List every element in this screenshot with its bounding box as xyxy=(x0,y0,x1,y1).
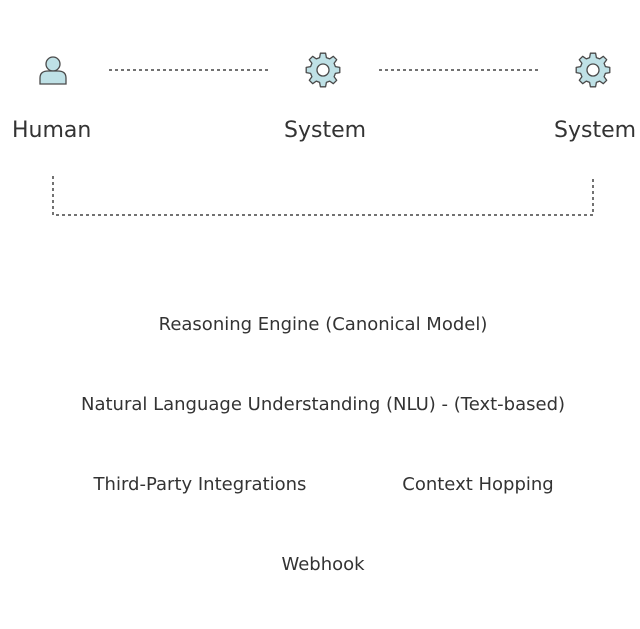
gear-icon xyxy=(575,52,611,88)
return-bracket xyxy=(52,176,594,216)
gear-icon xyxy=(305,52,341,88)
feature-third-party-integrations: Third-Party Integrations xyxy=(93,474,307,495)
feature-nlu: Natural Language Understanding (NLU) - (… xyxy=(80,394,566,415)
feature-context-hopping: Context Hopping xyxy=(402,474,554,495)
feature-webhook: Webhook xyxy=(281,554,365,575)
node-label-system: System xyxy=(554,118,637,143)
user-icon xyxy=(39,56,67,85)
feature-reasoning-engine: Reasoning Engine (Canonical Model) xyxy=(158,314,488,335)
node-label-system: System xyxy=(284,118,367,143)
node-label-human: Human xyxy=(12,118,92,143)
